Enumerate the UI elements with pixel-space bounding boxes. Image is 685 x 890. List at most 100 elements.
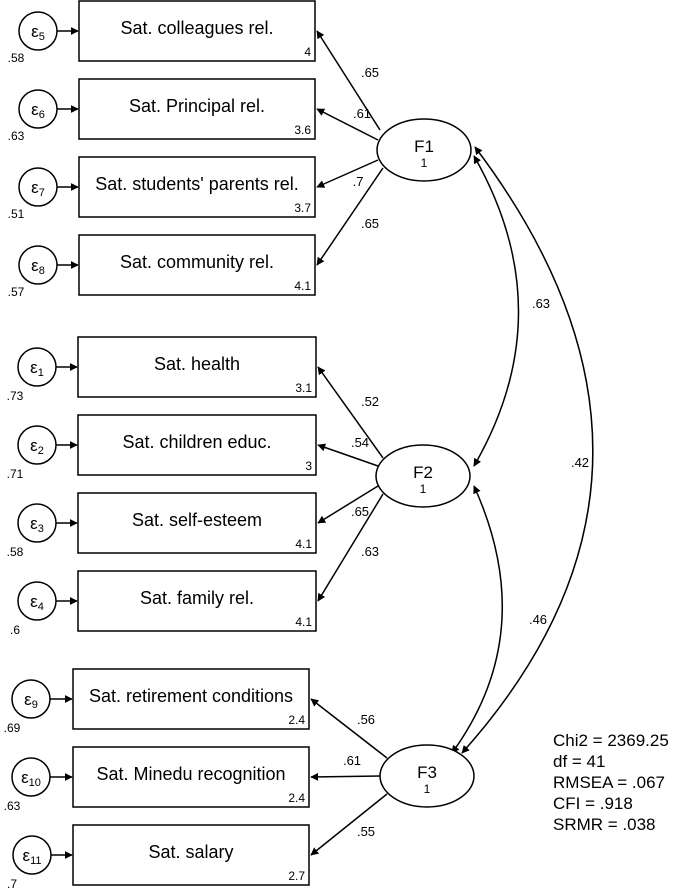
error-symbol: ε (22, 846, 30, 865)
indicator-label: Sat. colleagues rel. (120, 18, 273, 38)
error-symbol: ε (30, 358, 38, 377)
error-subscript: 9 (32, 699, 38, 711)
indicator-label: Sat. self-esteem (132, 510, 262, 530)
error-subscript: 2 (38, 445, 44, 457)
loading-label-principal: .61 (353, 106, 371, 121)
factor-variance: 1 (424, 782, 431, 796)
error-term-circle (18, 167, 58, 207)
error-symbol: ε (31, 178, 39, 197)
error-term-circle (18, 245, 58, 285)
error-subscript: 11 (30, 855, 41, 867)
indicator-box (77, 414, 317, 476)
factor-label: F1 (414, 137, 434, 156)
loading-path-community (316, 167, 384, 266)
factor-label: F2 (413, 463, 433, 482)
indicator-intercept: 4.1 (294, 279, 311, 293)
factor-variance: 1 (420, 482, 427, 496)
error-subscript: 8 (39, 265, 45, 277)
error-symbol: ε (31, 100, 39, 119)
indicator-box (72, 824, 310, 886)
error-variance: .7 (7, 877, 17, 890)
error-term-circle (17, 581, 57, 621)
error-term-circle (18, 11, 58, 51)
error-term-circle (17, 347, 57, 387)
error-term-circle (18, 89, 58, 129)
loading-path-minedu (310, 772, 382, 781)
fit-stat-line: CFI = .918 (553, 794, 633, 813)
loading-path-retirement (310, 698, 388, 759)
error-term-label: ε10 (21, 768, 41, 789)
indicator-box (78, 0, 316, 62)
loading-label-selfesteem: .65 (351, 504, 369, 519)
error-variance: .58 (7, 545, 24, 559)
indicator-label: Sat. Principal rel. (129, 96, 265, 116)
indicator-box (72, 668, 310, 730)
error-term-circle (12, 835, 52, 875)
error-term-label: ε5 (31, 22, 45, 43)
loading-path-family (317, 493, 384, 602)
indicator-box (77, 336, 317, 398)
indicator-box (77, 492, 317, 554)
loading-path-selfesteem (317, 485, 379, 524)
covariance-label-F1-F3: .42 (571, 455, 589, 470)
error-variance: .6 (10, 623, 20, 637)
covariance-label-F1-F2: .63 (532, 296, 550, 311)
error-term-label: ε1 (30, 358, 44, 379)
error-variance: .63 (8, 129, 25, 143)
fit-stat-line: SRMR = .038 (553, 815, 656, 834)
error-subscript: 10 (29, 777, 41, 789)
indicator-intercept: 2.7 (288, 869, 305, 883)
factor-ellipse (375, 444, 471, 508)
error-term-label: ε6 (31, 100, 45, 121)
indicator-box (78, 156, 316, 218)
error-term-label: ε4 (30, 592, 44, 613)
fit-stat-line: Chi2 = 2369.25 (553, 731, 669, 750)
covariance-label-F2-F3: .46 (529, 612, 547, 627)
loading-label-colleagues: .65 (361, 65, 379, 80)
indicator-box (78, 234, 316, 296)
error-term-label: ε3 (30, 514, 44, 535)
indicator-label: Sat. students' parents rel. (95, 174, 299, 194)
loading-label-salary: .55 (357, 824, 375, 839)
loading-label-children: .54 (351, 435, 369, 450)
error-subscript: 1 (38, 367, 44, 379)
factor-F1: F11 (376, 118, 472, 182)
indicator-label: Sat. Minedu recognition (96, 764, 285, 784)
error-term-label: ε2 (30, 436, 44, 457)
indicator-intercept: 4.1 (295, 615, 312, 629)
error-term-circle (17, 503, 57, 543)
error-symbol: ε (30, 514, 38, 533)
factor-ellipse (376, 118, 472, 182)
loading-path-children (317, 443, 379, 467)
loading-label-parents: .7 (353, 174, 364, 189)
error-subscript: 6 (39, 109, 45, 121)
factor-variance: 1 (421, 156, 428, 170)
indicator-children: Sat. children educ.3ε2.71 (7, 414, 317, 481)
error-subscript: 7 (39, 187, 45, 199)
error-symbol: ε (31, 256, 39, 275)
indicator-intercept: 2.4 (288, 713, 305, 727)
loading-label-retirement: .56 (357, 712, 375, 727)
error-symbol: ε (24, 690, 32, 709)
indicator-label: Sat. health (154, 354, 240, 374)
indicator-principal: Sat. Principal rel.3.6ε6.63 (8, 78, 316, 143)
fit-stat-line: df = 41 (553, 752, 605, 771)
error-term-label: ε7 (31, 178, 45, 199)
indicator-community: Sat. community rel.4.1ε8.57 (8, 234, 316, 299)
factor-label: F3 (417, 763, 437, 782)
indicator-box (77, 570, 317, 632)
error-symbol: ε (31, 22, 39, 41)
error-variance: .51 (8, 207, 25, 221)
covariance-F1-F2 (473, 155, 520, 467)
error-subscript: 3 (38, 523, 44, 535)
loading-label-community: .65 (361, 216, 379, 231)
error-term-label: ε11 (22, 846, 41, 867)
indicator-parents: Sat. students' parents rel.3.7ε7.51 (8, 156, 316, 221)
